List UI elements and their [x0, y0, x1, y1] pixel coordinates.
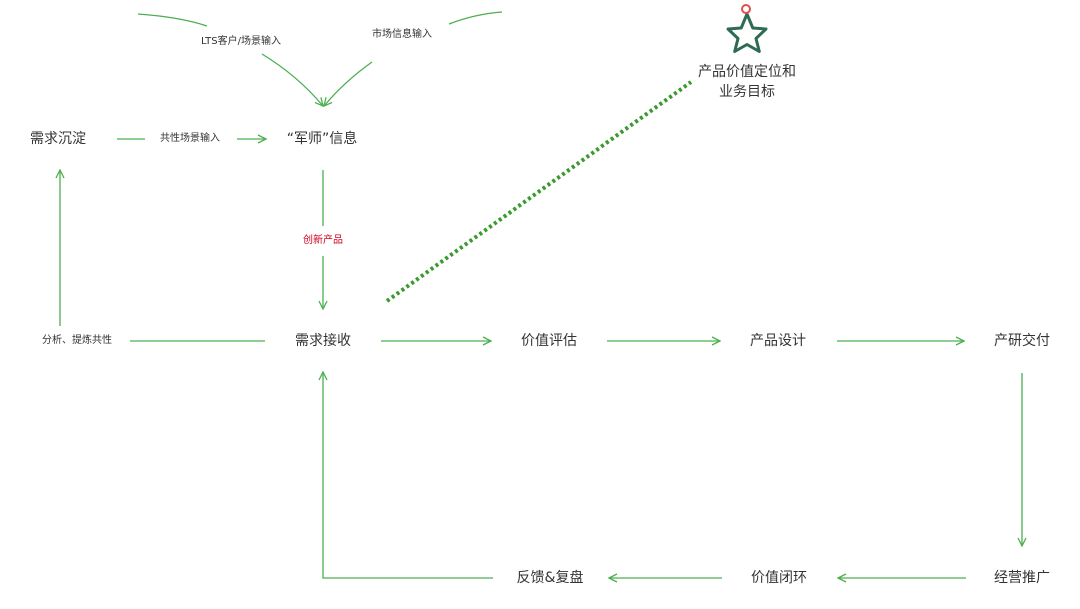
lts-top-arc	[137, 13, 208, 27]
node-value-closure: 价值闭环	[751, 570, 807, 586]
star-icon	[726, 12, 768, 53]
node-value-assess: 价值评估	[521, 333, 577, 349]
goal-label: 产品价值定位和 业务目标	[698, 62, 796, 102]
node-army-info: “军师”信息	[286, 131, 358, 147]
label-lts-input: LTS客户/场景输入	[198, 35, 284, 49]
node-requirement-receive: 需求接收	[295, 333, 351, 349]
node-requirement-settle: 需求沉淀	[30, 131, 86, 147]
market-top-arc	[448, 11, 503, 25]
pin-icon	[741, 4, 751, 14]
label-analyze-extract: 分析、提炼共性	[40, 334, 114, 348]
goal-label-line1: 产品价值定位和	[698, 64, 796, 80]
label-innovation-product: 创新产品	[301, 234, 345, 248]
goal-dotted-link	[385, 80, 693, 303]
feedback-to-receive-arrow	[323, 372, 493, 579]
node-product-design: 产品设计	[750, 333, 806, 349]
node-feedback-review: 反馈&复盘	[516, 570, 584, 586]
goal-label-line2: 业务目标	[719, 84, 775, 100]
node-rd-delivery: 产研交付	[994, 333, 1050, 349]
label-common-scene-input: 共性场景输入	[158, 132, 222, 146]
market-input-arrow	[324, 61, 373, 106]
label-market-input: 市场信息输入	[370, 28, 434, 42]
lts-input-arrow	[261, 53, 323, 106]
node-operation-promotion: 经营推广	[994, 570, 1050, 586]
